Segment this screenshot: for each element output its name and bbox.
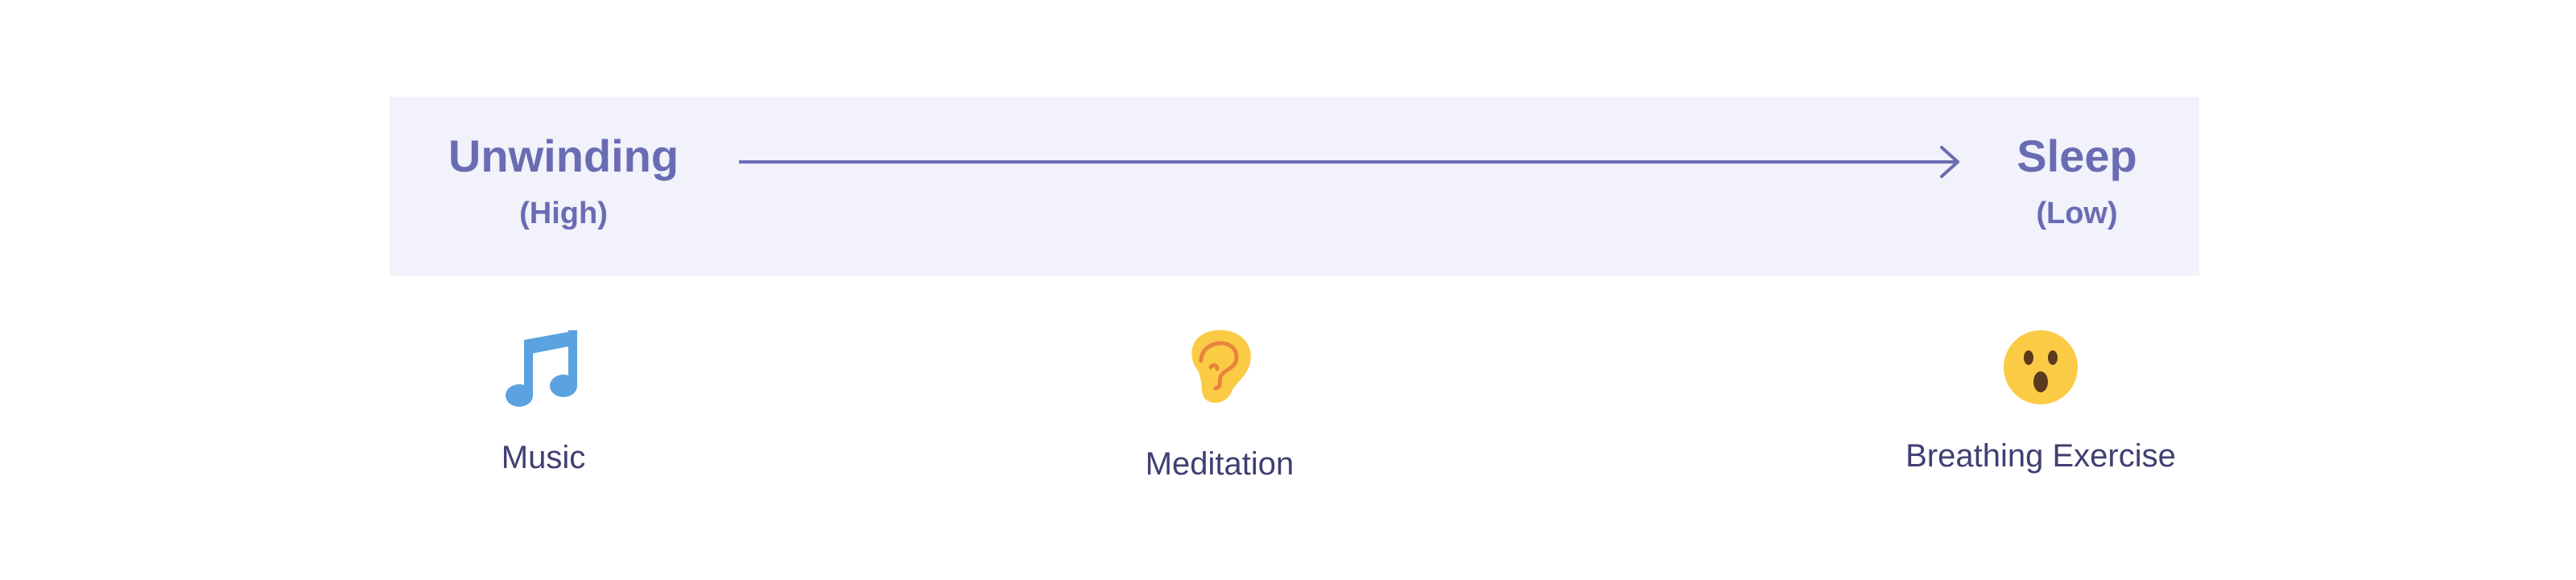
scale-end-title: Sleep bbox=[2017, 130, 2137, 181]
scale-start: Unwinding (High) bbox=[447, 130, 680, 230]
scale-end-level: (Low) bbox=[2036, 197, 2118, 230]
item-breathing-exercise-label: Breathing Exercise bbox=[1905, 438, 2176, 474]
item-meditation-label: Meditation bbox=[1145, 446, 1294, 482]
scale-start-level: (High) bbox=[519, 197, 608, 230]
item-breathing-exercise: Breathing Exercise bbox=[1868, 329, 2214, 472]
scale-start-title: Unwinding bbox=[448, 130, 679, 181]
surprised-face-icon bbox=[2004, 330, 2078, 404]
item-music: Music bbox=[451, 329, 636, 474]
item-meditation: Meditation bbox=[1119, 329, 1320, 480]
ear-icon bbox=[1191, 329, 1251, 404]
scale-end: Sleep (Low) bbox=[2004, 130, 2149, 230]
scale-band bbox=[390, 97, 2199, 276]
scale-arrow bbox=[739, 146, 1959, 178]
musical-notes-icon bbox=[506, 330, 577, 407]
item-music-label: Music bbox=[501, 440, 586, 475]
